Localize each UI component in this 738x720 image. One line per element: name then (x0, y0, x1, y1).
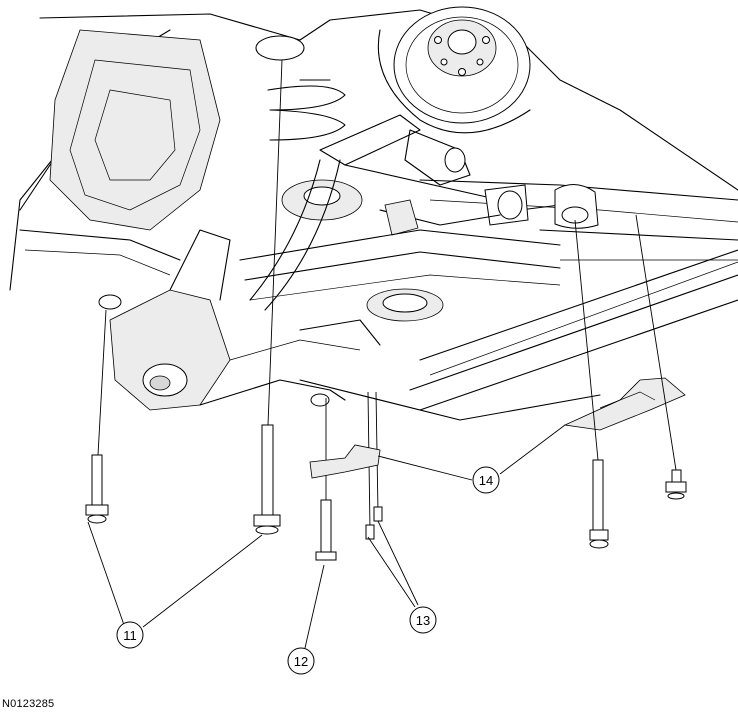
rear-subframe (239, 229, 561, 346)
callout-13: 13 (409, 606, 437, 634)
rear-differential (98, 229, 361, 411)
callout-14: 14 (472, 466, 500, 494)
bolt-11-left (85, 309, 109, 524)
bracket-14-right (563, 377, 686, 431)
figure-id: N0123285 (2, 698, 55, 710)
callout-12-label: 12 (294, 654, 308, 669)
bracket-14-left (309, 444, 381, 479)
callout-12: 12 (287, 647, 315, 675)
coil-spring (255, 35, 363, 221)
bolt-12 (315, 398, 337, 561)
bolt-right-front (635, 214, 687, 500)
callout-13-label: 13 (416, 613, 430, 628)
suspension-arms (249, 114, 599, 311)
callout-11: 11 (116, 621, 144, 649)
vehicle-underbody (9, 9, 738, 421)
callout-11-label: 11 (123, 628, 137, 643)
brake-disc (377, 6, 531, 134)
bolt-right-rear (574, 219, 609, 549)
bolt-11-right (253, 59, 283, 535)
callout-leaders (87, 424, 566, 649)
callout-14-label: 14 (479, 473, 493, 488)
